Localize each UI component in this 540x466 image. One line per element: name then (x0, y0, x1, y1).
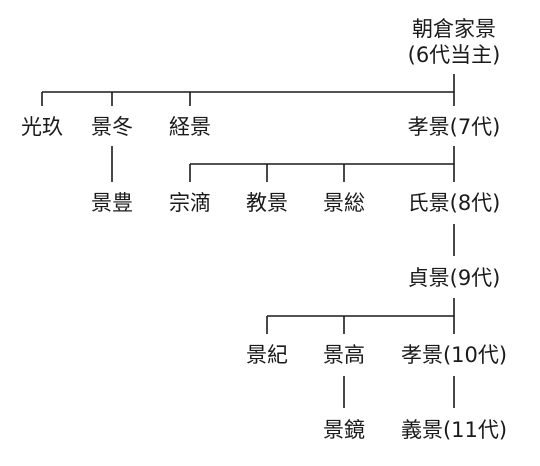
node-kagefusa: 景総 (323, 191, 365, 215)
node-takakage-7: 孝景(7代) (407, 115, 501, 139)
root-generation: (6代当主) (407, 43, 501, 67)
node-root-asakura-iekage: 朝倉家景 (6代当主) (408, 16, 501, 68)
node-norikage: 教景 (246, 191, 288, 215)
node-kageakira: 景鏡 (323, 418, 365, 442)
node-soteki: 宗滴 (169, 191, 211, 215)
node-kouryu: 光玖 (21, 115, 63, 139)
node-kagetaka: 景高 (323, 343, 365, 367)
node-kagenori: 景紀 (246, 343, 288, 367)
node-ujikage-8: 氏景(8代) (407, 191, 501, 215)
node-tsunekage: 経景 (169, 115, 211, 139)
node-takakage-10: 孝景(10代) (400, 343, 508, 367)
node-kagetoyo: 景豊 (91, 191, 133, 215)
root-name: 朝倉家景 (412, 17, 496, 41)
node-kagefuyu: 景冬 (91, 115, 133, 139)
node-yoshikage-11: 義景(11代) (400, 418, 508, 442)
node-sadakage-9: 貞景(9代) (407, 266, 501, 290)
